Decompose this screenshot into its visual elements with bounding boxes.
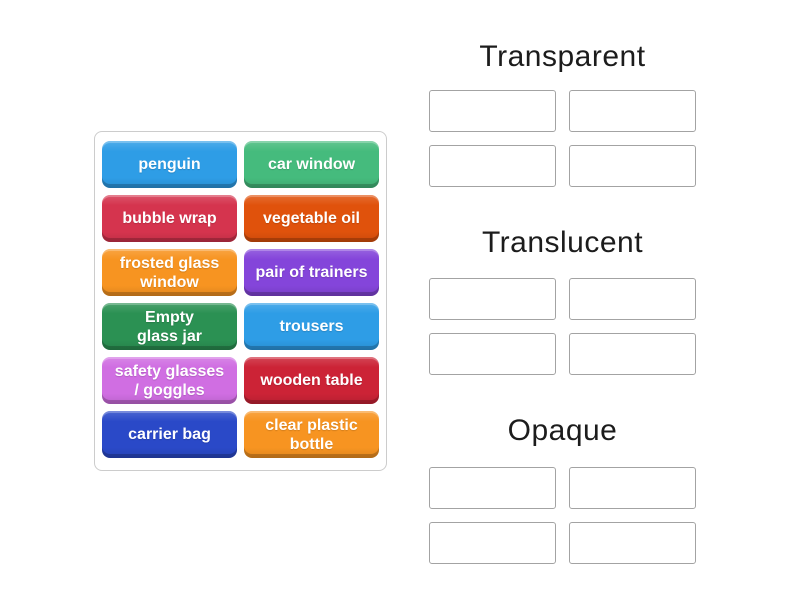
tile-penguin[interactable]: penguin <box>102 141 237 188</box>
drop-slot[interactable] <box>569 467 696 509</box>
tile-trousers[interactable]: trousers <box>244 303 379 350</box>
drop-slot[interactable] <box>429 145 556 187</box>
group-slots-transparent <box>429 90 696 187</box>
group-title-opaque: Opaque <box>507 414 618 447</box>
tile-car-window[interactable]: car window <box>244 141 379 188</box>
tile-label: safety glasses / goggles <box>114 362 225 399</box>
tile-label: carrier bag <box>128 426 211 443</box>
drop-slot[interactable] <box>569 90 696 132</box>
tile-label: car window <box>267 156 356 173</box>
tile-label: vegetable oil <box>263 210 360 227</box>
tile-empty-glass-jar[interactable]: Empty glass jar <box>102 303 237 350</box>
tile-panel: penguin car window bubble wrap vegetable oi… <box>94 131 387 471</box>
tile-label: trousers <box>279 318 344 335</box>
tile-clear-plastic-bottle[interactable]: clear plastic bottle <box>244 411 379 458</box>
group-slots-translucent <box>429 278 696 375</box>
group-opaque: Opaque <box>420 414 705 564</box>
tile-label: Empty glass jar <box>137 308 202 345</box>
group-transparent: Transparent <box>420 40 705 187</box>
drop-slot[interactable] <box>429 90 556 132</box>
drop-slot[interactable] <box>569 145 696 187</box>
drop-slot[interactable] <box>429 522 556 564</box>
drop-slot[interactable] <box>429 467 556 509</box>
tile-label: frosted glass window <box>119 254 220 291</box>
drop-slot[interactable] <box>569 333 696 375</box>
tile-label: bubble wrap <box>122 210 217 227</box>
drop-slot[interactable] <box>569 522 696 564</box>
tile-label: penguin <box>138 156 201 173</box>
group-slots-opaque <box>429 467 696 564</box>
tile-safety-glasses-goggles[interactable]: safety glasses / goggles <box>102 357 237 404</box>
tile-label: wooden table <box>260 372 363 389</box>
group-title-transparent: Transparent <box>479 40 646 73</box>
tile-carrier-bag[interactable]: carrier bag <box>102 411 237 458</box>
drop-slot[interactable] <box>429 278 556 320</box>
tile-pair-of-trainers[interactable]: pair of trainers <box>244 249 379 296</box>
drop-slot[interactable] <box>569 278 696 320</box>
tile-label: clear plastic bottle <box>265 416 358 453</box>
tile-bubble-wrap[interactable]: bubble wrap <box>102 195 237 242</box>
group-translucent: Translucent <box>420 226 705 375</box>
group-title-translucent: Translucent <box>481 226 644 259</box>
tile-wooden-table[interactable]: wooden table <box>244 357 379 404</box>
tile-frosted-glass-window[interactable]: frosted glass window <box>102 249 237 296</box>
tile-label: pair of trainers <box>255 264 368 281</box>
drop-slot[interactable] <box>429 333 556 375</box>
tile-vegetable-oil[interactable]: vegetable oil <box>244 195 379 242</box>
